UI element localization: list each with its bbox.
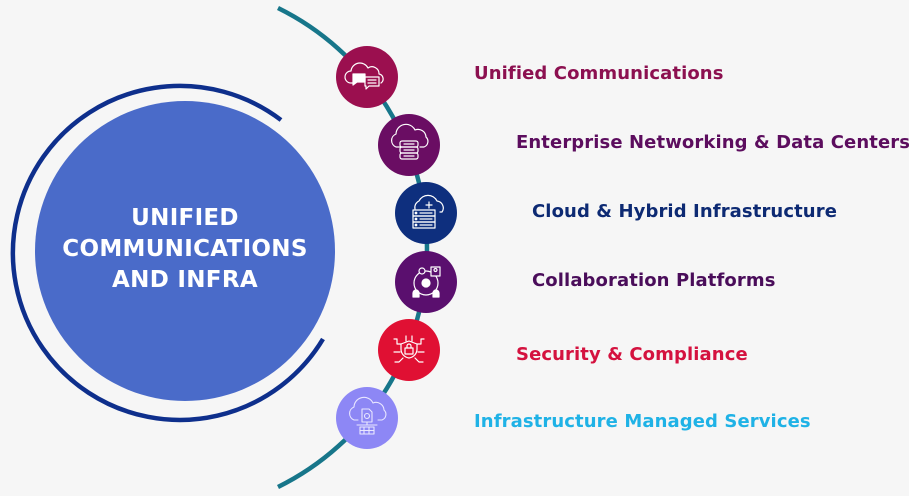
center-title: UNIFIED COMMUNICATIONS AND INFRA [35, 203, 335, 296]
label-enterprise-networking[interactable]: Enterprise Networking & Data Centers [516, 132, 909, 153]
label-unified-communications[interactable]: Unified Communications [474, 63, 724, 84]
node-circle [378, 319, 440, 381]
node-infrastructure-managed-services[interactable] [336, 387, 398, 449]
cloud-plus-server-icon [412, 194, 444, 229]
node-unified-communications[interactable] [336, 46, 398, 108]
node-enterprise-networking[interactable] [378, 114, 440, 176]
label-collaboration-platforms[interactable]: Collaboration Platforms [532, 270, 776, 291]
center-outer-ring [10, 83, 325, 423]
node-collaboration-platforms[interactable] [395, 251, 457, 313]
node-cloud-hybrid[interactable] [395, 182, 457, 244]
node-security-compliance[interactable] [378, 319, 440, 381]
label-security-compliance[interactable]: Security & Compliance [516, 344, 748, 365]
cloud-document-gear-icon [349, 396, 387, 435]
center-title-line: COMMUNICATIONS [62, 236, 308, 262]
team-gear-icon [412, 266, 441, 298]
center-title-line: AND INFRA [112, 267, 258, 293]
shield-lock-circuit-icon [393, 335, 425, 363]
node-circle [378, 114, 440, 176]
center-circle [35, 101, 335, 401]
cloud-server-icon [391, 123, 429, 160]
center-title-line: UNIFIED [131, 205, 239, 231]
label-infrastructure-managed-services[interactable]: Infrastructure Managed Services [474, 411, 811, 432]
label-cloud-hybrid[interactable]: Cloud & Hybrid Infrastructure [532, 201, 838, 222]
cloud-chat-icon [344, 62, 384, 90]
